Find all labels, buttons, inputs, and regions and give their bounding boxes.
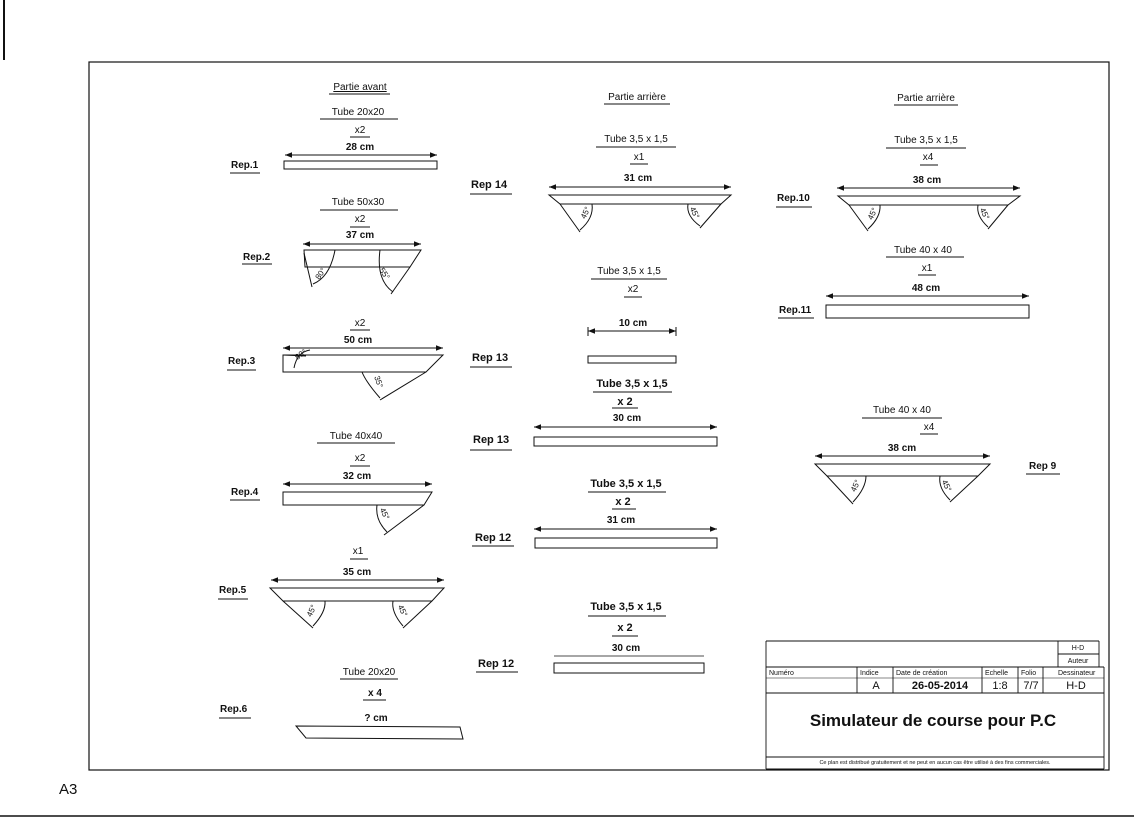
- part-rep6: [294, 725, 464, 740]
- part-rep4: [282, 491, 433, 506]
- rep4-length: 32 cm: [342, 471, 372, 482]
- front-heading: Partie avant: [333, 82, 387, 93]
- sheet-border: [88, 61, 1110, 771]
- rep2-length: 37 cm: [345, 230, 375, 241]
- part-rep11: [825, 304, 1030, 319]
- rep3-label: Rep.3: [228, 356, 256, 367]
- rep9-tube: Tube 40 x 40: [872, 405, 932, 416]
- rep11-label: Rep.11: [779, 305, 812, 316]
- part-rep5: [268, 587, 446, 602]
- rep12b-label: Rep 12: [478, 658, 515, 670]
- part-rep1: [283, 160, 438, 170]
- rep10-length: 38 cm: [912, 175, 942, 186]
- folio-label: Folio: [1021, 670, 1037, 677]
- scale-value: 1:8: [992, 680, 1008, 692]
- author-label: Auteur: [1067, 658, 1089, 665]
- rep1-length: 28 cm: [345, 142, 375, 153]
- indice-label: Indice: [860, 670, 879, 677]
- rep12a-tube: Tube 3,5 x 1,5: [590, 478, 662, 490]
- rep1-tube: Tube 20x20: [331, 107, 385, 118]
- rep4-qty: x2: [354, 453, 366, 464]
- rep14-label: Rep 14: [471, 179, 508, 191]
- rep13a-length: 10 cm: [618, 318, 648, 329]
- rep9-qty: x4: [923, 422, 935, 433]
- rep10-tube: Tube 3,5 x 1,5: [894, 135, 958, 146]
- part-rep9: [813, 463, 992, 477]
- rep13a-qty: x2: [627, 284, 639, 295]
- drawing-title: Simulateur de course pour P.C: [809, 711, 1057, 730]
- rear-mid-heading: Partie arrière: [608, 92, 666, 103]
- rep6-tube: Tube 20x20: [342, 667, 396, 678]
- rep2-label: Rep.2: [243, 252, 271, 263]
- rep5-length: 35 cm: [342, 567, 372, 578]
- indice-value: A: [872, 680, 880, 692]
- part-rep13b: [533, 436, 718, 447]
- rep13a-label: Rep 13: [472, 352, 509, 364]
- part-rep13a: [587, 355, 677, 364]
- rep2-tube: Tube 50x30: [331, 197, 385, 208]
- designer-code: H-D: [1071, 645, 1085, 652]
- rep4-tube: Tube 40x40: [329, 431, 383, 442]
- rep14-tube: Tube 3,5 x 1,5: [604, 134, 668, 145]
- rep14-qty: x1: [633, 152, 645, 163]
- rep1-label: Rep.1: [231, 160, 259, 171]
- rep2-qty: x2: [354, 214, 366, 225]
- designer-label: Dessinateur: [1058, 670, 1096, 677]
- rep5-label: Rep.5: [219, 585, 247, 596]
- rep13a-tube: Tube 3,5 x 1,5: [597, 266, 661, 277]
- part-rep2: [303, 249, 422, 268]
- part-rep10: [836, 195, 1022, 206]
- rep9-label: Rep 9: [1029, 461, 1057, 472]
- rep13b-qty: x 2: [617, 396, 633, 408]
- rep4-label: Rep.4: [231, 487, 259, 498]
- rep12a-length: 31 cm: [606, 515, 636, 526]
- numero-label: Numéro: [769, 670, 794, 677]
- rep12b-tube: Tube 3,5 x 1,5: [590, 601, 662, 613]
- rear-right-heading: Partie arrière: [897, 93, 955, 104]
- rep12b-length: 30 cm: [611, 643, 641, 654]
- rep11-qty: x1: [921, 263, 933, 274]
- rep13b-length: 30 cm: [612, 413, 642, 424]
- designer-value: H-D: [1066, 680, 1086, 692]
- rep3-length: 50 cm: [343, 335, 373, 346]
- rep12a-qty: x 2: [615, 496, 631, 508]
- rep13b-label: Rep 13: [473, 434, 510, 446]
- rep6-qty: x 4: [368, 688, 382, 699]
- part-rep12a: [534, 537, 718, 549]
- rep11-length: 48 cm: [911, 283, 941, 294]
- rep9-length: 38 cm: [887, 443, 917, 454]
- part-rep14: [547, 194, 733, 205]
- rep13b-tube: Tube 3,5 x 1,5: [596, 378, 668, 390]
- part-rep12b: [553, 662, 705, 674]
- rep3-qty: x2: [354, 318, 366, 329]
- rep6-label: Rep.6: [220, 704, 248, 715]
- rep6-length: ? cm: [364, 713, 388, 724]
- rep5-qty: x1: [352, 546, 364, 557]
- rep11-tube: Tube 40 x 40: [893, 245, 953, 256]
- distribution-notice: Ce plan est distribué gratuitement et ne…: [819, 760, 1051, 766]
- sheet-format: A3: [59, 781, 78, 798]
- rep1-qty: x2: [354, 125, 366, 136]
- rep10-label: Rep.10: [777, 193, 810, 204]
- scale-label: Echelle: [985, 670, 1008, 677]
- folio-value: 7/7: [1023, 680, 1039, 692]
- rep14-length: 31 cm: [623, 173, 653, 184]
- rep12a-label: Rep 12: [475, 532, 512, 544]
- date-label: Date de création: [896, 670, 948, 677]
- rep12b-qty: x 2: [617, 622, 633, 634]
- rep10-qty: x4: [922, 152, 934, 163]
- date-value: 26-05-2014: [911, 680, 969, 692]
- title-block: [765, 640, 1105, 770]
